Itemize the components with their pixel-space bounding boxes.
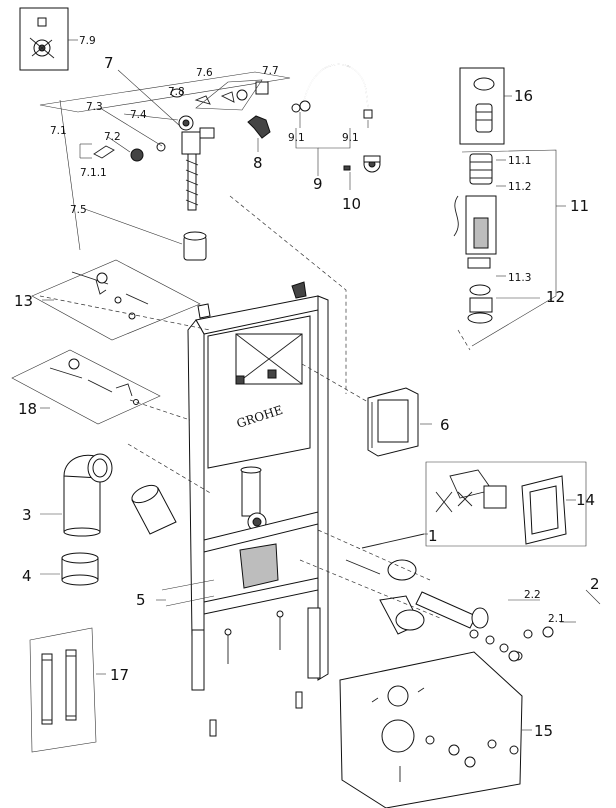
callout-9-1b: 9.1: [342, 132, 359, 144]
callout-18: 18: [18, 400, 37, 418]
fill-valve-group: [39, 69, 291, 261]
sound-insulation-15: [339, 651, 532, 808]
angle-valve-10: [343, 155, 381, 190]
callout-12: 12: [546, 288, 565, 306]
outlet-pipe-2: [345, 559, 601, 662]
callout-11-2: 11.2: [508, 181, 531, 193]
callout-7-8: 7.8: [168, 86, 185, 98]
callout-11-3: 11.3: [508, 272, 531, 284]
drain-elbow-3: [40, 453, 113, 537]
callout-2: 2: [590, 575, 600, 593]
assembly-guides: [39, 195, 471, 619]
bolt-1: [361, 533, 428, 549]
callout-11-1: 11.1: [508, 155, 531, 167]
brackets-17: [29, 627, 106, 753]
callout-7-5: 7.5: [70, 204, 87, 216]
support-bars-5: [156, 579, 215, 607]
callout-8: 8: [253, 154, 263, 172]
callout-17: 17: [110, 666, 129, 684]
flush-plate-inset-14: [425, 461, 587, 547]
callout-7: 7: [104, 54, 114, 72]
bracket-8: [247, 115, 271, 152]
callout-3: 3: [22, 506, 32, 524]
callout-2-2: 2.2: [524, 589, 541, 601]
callout-7-9: 7.9: [79, 35, 96, 47]
installation-frame: GROHE: [187, 281, 329, 737]
callout-7-1: 7.1: [50, 125, 67, 137]
callout-5: 5: [136, 591, 146, 609]
hose-9: [291, 63, 373, 176]
callout-7-7: 7.7: [262, 65, 279, 77]
callout-7-1-1: 7.1.1: [80, 167, 107, 179]
callout-6: 6: [440, 416, 450, 434]
callout-15: 15: [534, 722, 553, 740]
pipe-sleeve: [131, 484, 177, 535]
callout-13: 13: [14, 292, 33, 310]
inset-7-9: [19, 7, 78, 71]
callout-10: 10: [342, 195, 361, 213]
mounting-kit-13: [31, 259, 201, 341]
callout-4: 4: [22, 567, 32, 585]
callout-2-1: 2.1: [548, 613, 565, 625]
inspection-cover-6: [367, 387, 432, 457]
callout-16: 16: [514, 87, 533, 105]
callout-7-6: 7.6: [196, 67, 213, 79]
callout-7-4: 7.4: [130, 109, 147, 121]
flush-valve-group: [453, 67, 566, 347]
coupling-4: [40, 552, 99, 586]
mounting-kit-18: [11, 349, 161, 425]
callout-7-3: 7.3: [86, 101, 103, 113]
callout-9-1a: 9.1: [288, 132, 305, 144]
callout-11: 11: [570, 197, 589, 215]
callout-9: 9: [313, 175, 323, 193]
callout-1: 1: [428, 527, 438, 545]
callout-7-2: 7.2: [104, 131, 121, 143]
callout-14: 14: [576, 491, 595, 509]
